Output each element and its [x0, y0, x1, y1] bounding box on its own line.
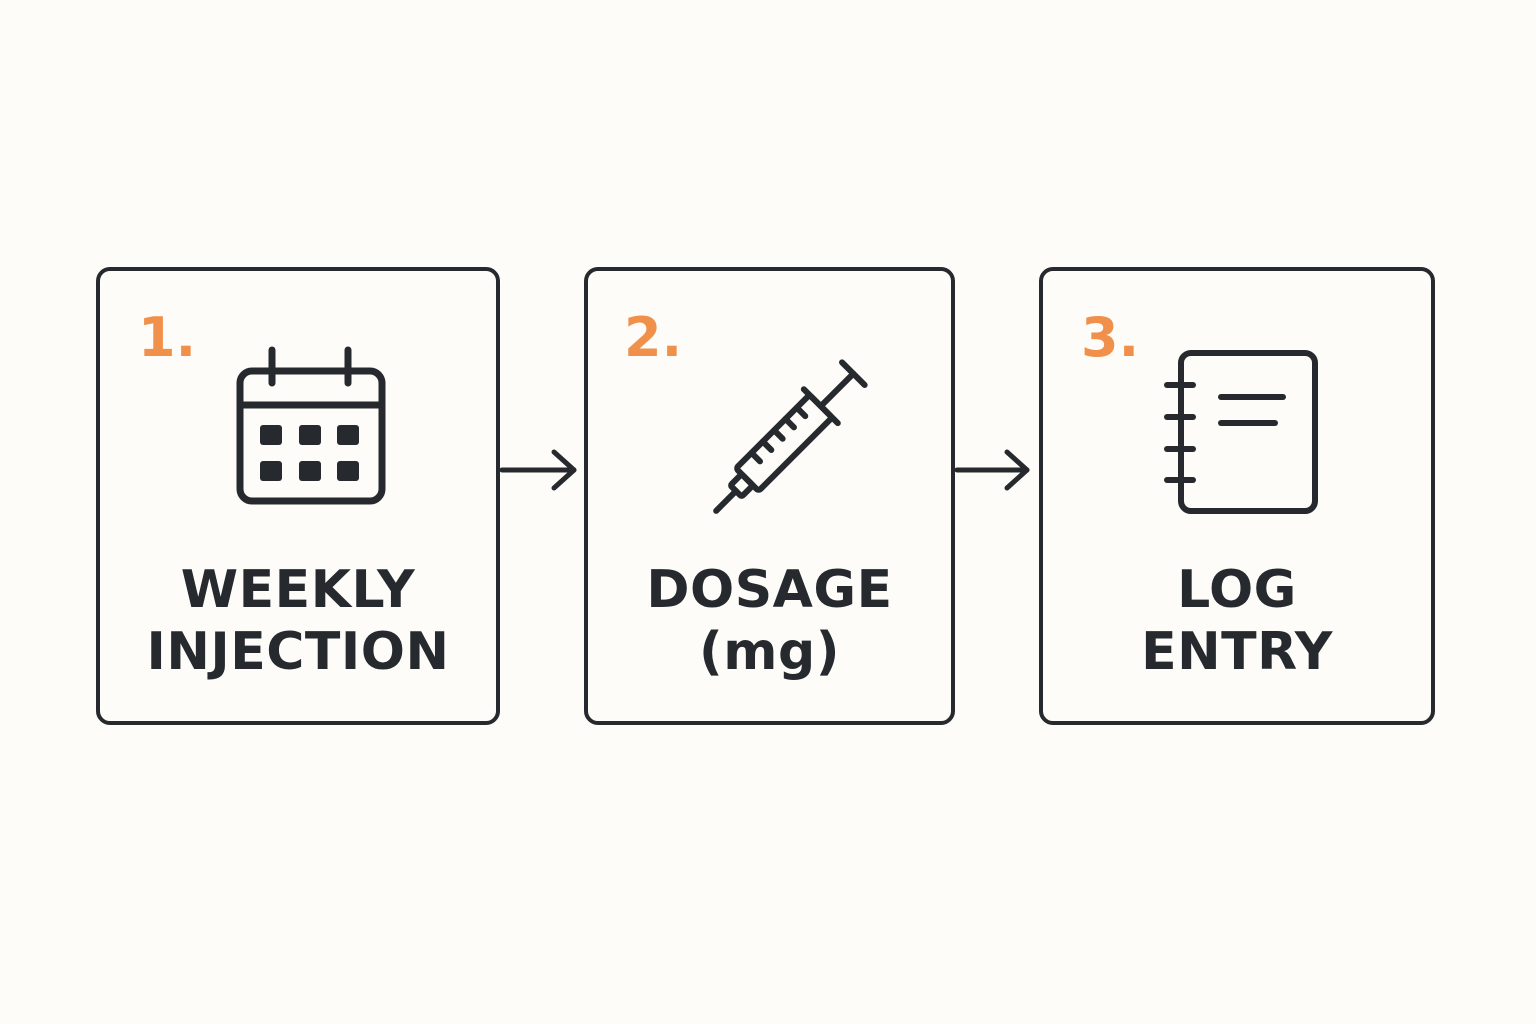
step-label: LOG ENTRY — [1043, 559, 1431, 683]
arrow-right-icon — [954, 449, 1030, 491]
step-label-line-2: INJECTION — [146, 622, 450, 682]
step-label: DOSAGE (mg) — [588, 559, 951, 683]
calendar-icon — [236, 346, 386, 505]
step-label-line-2: ENTRY — [1141, 622, 1333, 682]
step-card-dosage: 2. DOSAGE (mg) — [584, 267, 955, 725]
notebook-icon — [1164, 350, 1318, 514]
step-label-line-2: (mg) — [699, 622, 840, 682]
step-label-line-1: DOSAGE — [646, 560, 893, 620]
step-label: WEEKLY INJECTION — [100, 559, 496, 683]
step-label-line-1: WEEKLY — [180, 560, 416, 620]
step-number: 3. — [1081, 306, 1140, 369]
syringe-icon — [713, 359, 868, 514]
arrow-right-icon — [499, 449, 577, 491]
step-number: 1. — [138, 306, 197, 369]
step-card-log-entry: 3. LOG ENTRY — [1039, 267, 1435, 725]
step-number: 2. — [624, 306, 683, 369]
step-label-line-1: LOG — [1177, 560, 1297, 620]
step-card-weekly-injection: 1. WEEKLY INJECTION — [96, 267, 500, 725]
